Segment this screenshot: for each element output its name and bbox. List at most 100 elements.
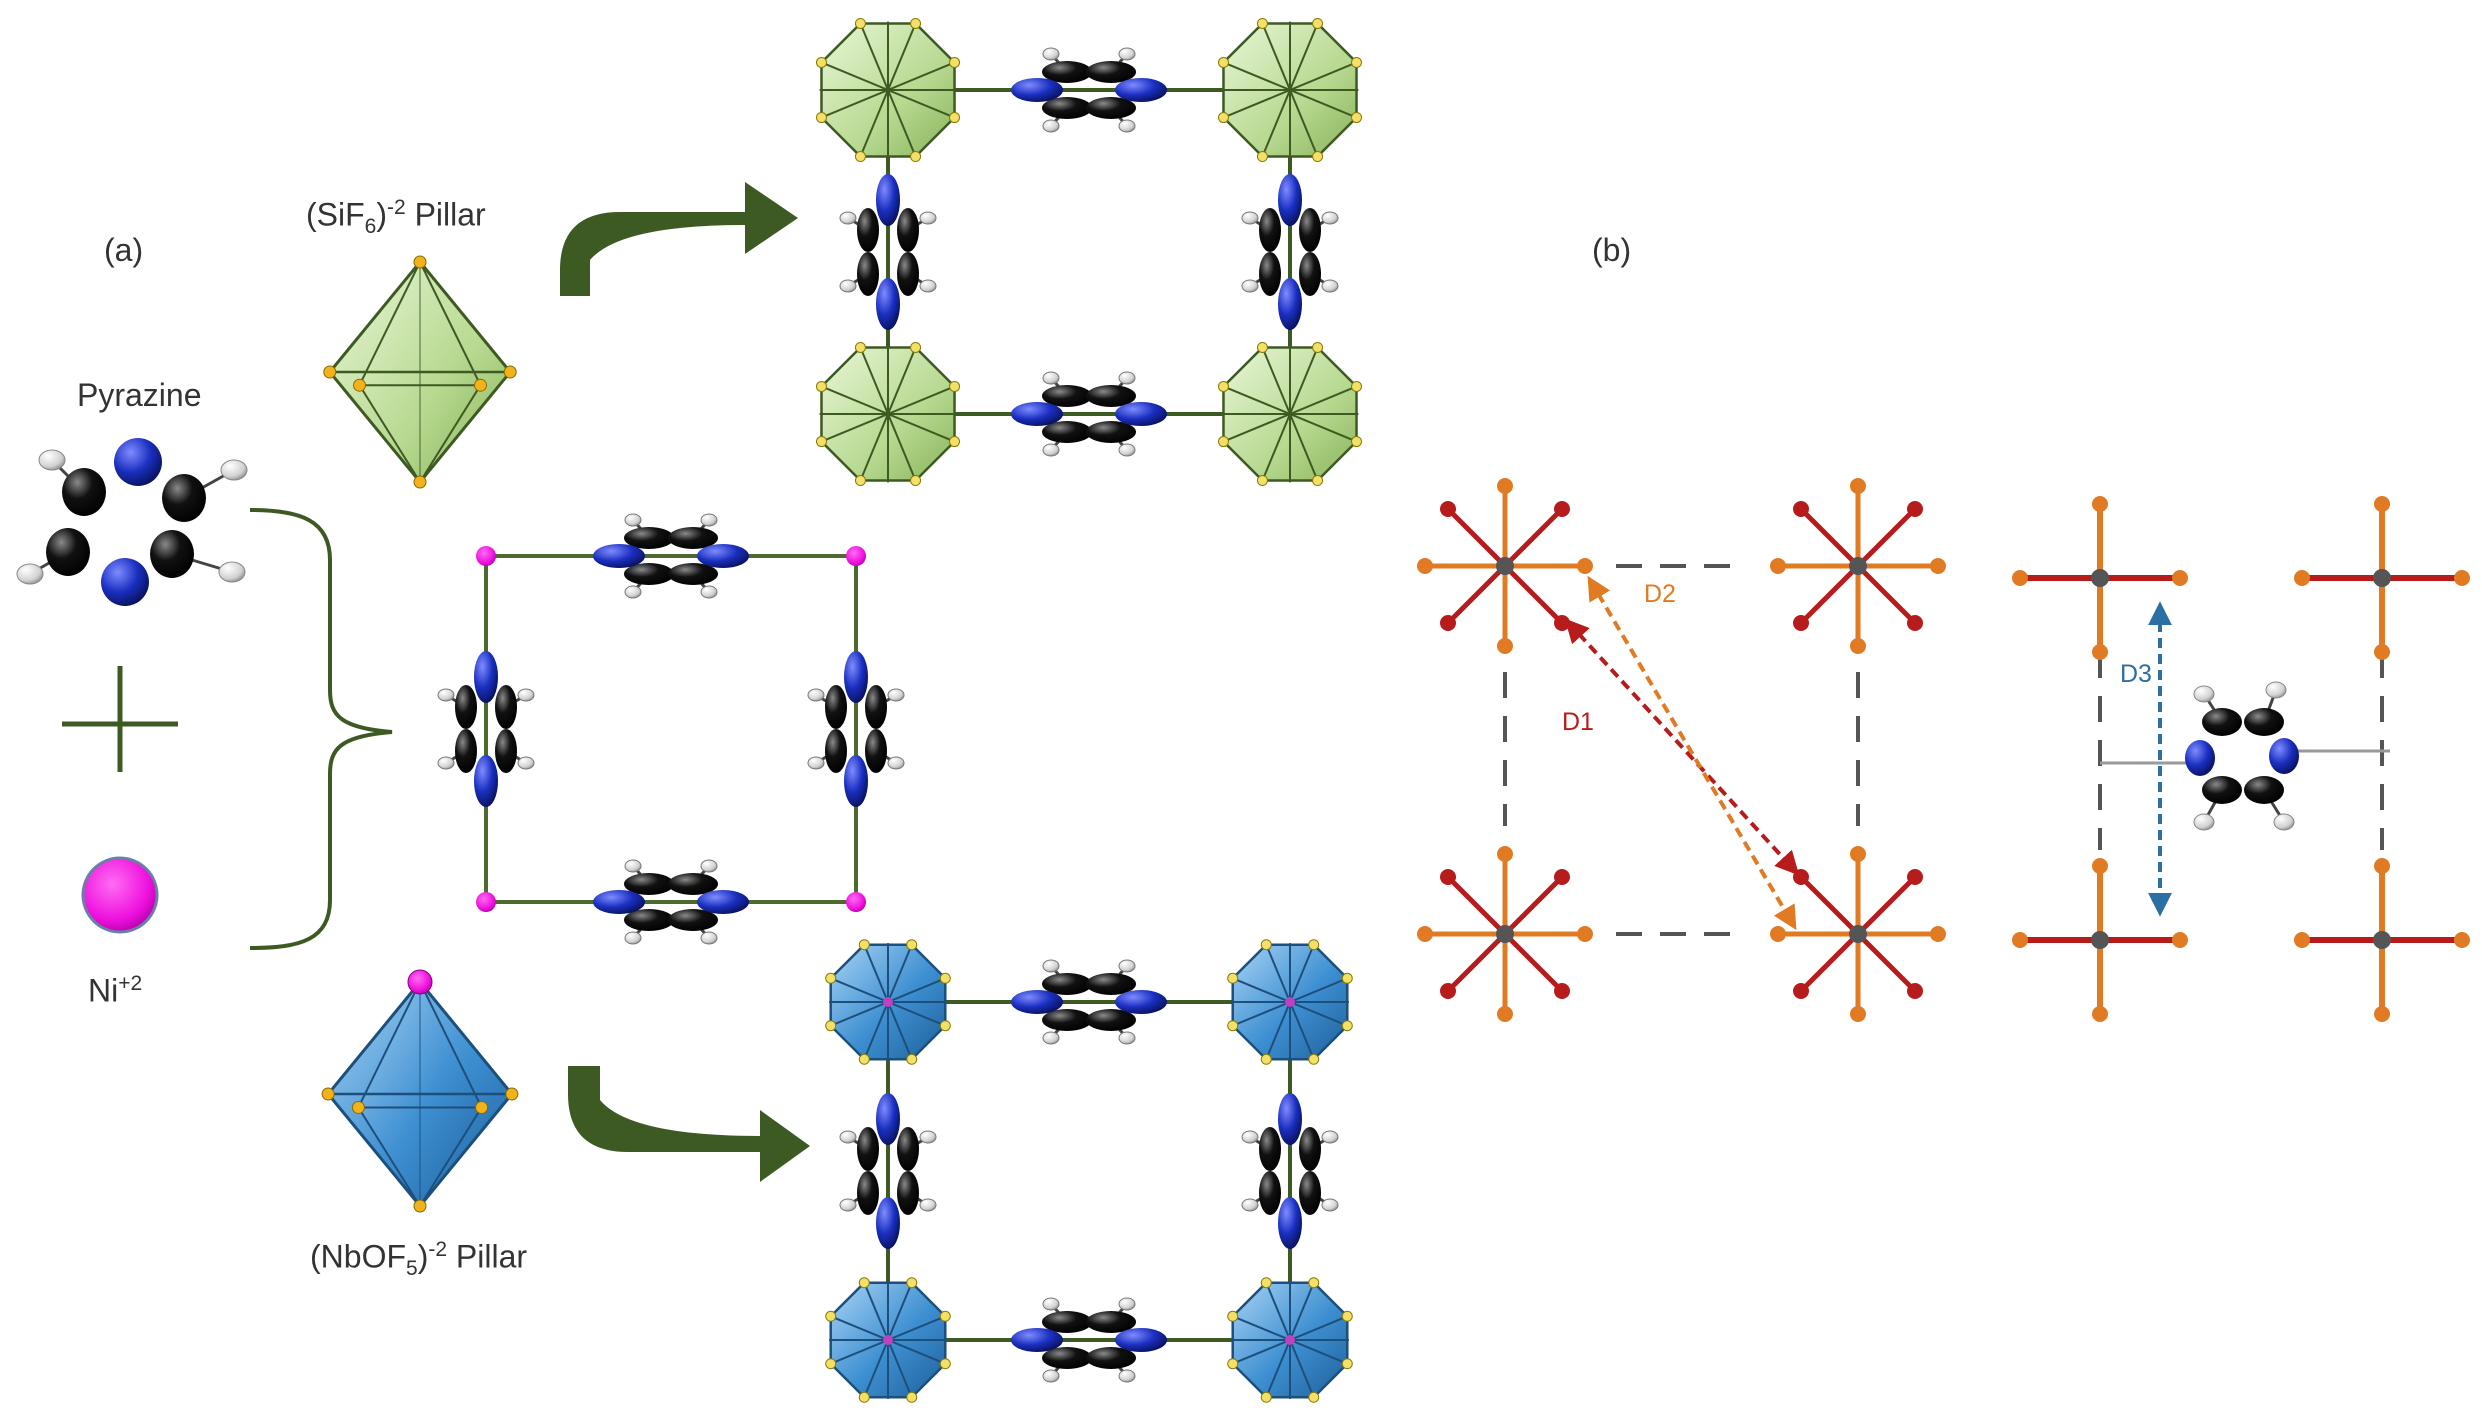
carbon-atom xyxy=(1042,385,1092,407)
carbon-atom xyxy=(1086,973,1136,995)
ligand-node-top-right xyxy=(1770,478,1946,654)
overlay-layer xyxy=(62,182,2470,1182)
carbon-atom xyxy=(1259,1127,1281,1171)
fluorine-atom xyxy=(1312,17,1324,29)
nbof5-pillar-node xyxy=(825,939,951,1065)
fluorine-atom xyxy=(939,972,951,984)
fluorine-atom xyxy=(1217,112,1229,124)
hydrogen-atom xyxy=(1321,1198,1339,1212)
hydrogen-atom xyxy=(1241,279,1259,293)
hydrogen-atom xyxy=(2193,813,2215,831)
nickel-charge: +2 xyxy=(118,972,143,995)
carbon-atom xyxy=(668,563,718,585)
metal-center xyxy=(1849,557,1867,575)
carbon-atom xyxy=(857,208,879,252)
hydrogen-atom xyxy=(624,931,642,945)
fluorine-atom xyxy=(939,1358,951,1370)
hydrogen-atom xyxy=(1241,211,1259,225)
hydrogen-atom xyxy=(1321,279,1339,293)
red-ligand xyxy=(1801,564,1860,623)
carbon-atom xyxy=(1086,1347,1136,1369)
nitrogen-atom xyxy=(2269,738,2299,774)
nbof5-pillar-node xyxy=(825,1277,951,1403)
carbon-atom xyxy=(825,685,847,729)
pyrazine-molecule xyxy=(1011,959,1167,1045)
fluorine-atom xyxy=(825,1358,837,1370)
red-ligand xyxy=(1856,932,1915,991)
fluorine-atom xyxy=(1260,939,1272,951)
orange-atom xyxy=(1850,638,1866,654)
hydrogen-atom xyxy=(887,688,905,702)
nitrogen-atom xyxy=(697,890,749,914)
hydrogen-atom xyxy=(919,1198,937,1212)
fluorine-atom xyxy=(1227,1358,1239,1370)
hydrogen-atom xyxy=(1118,1031,1136,1045)
nitrogen-atom xyxy=(1115,402,1167,426)
red-ligand xyxy=(1856,564,1915,623)
carbon-atom xyxy=(46,528,90,576)
hydrogen-atom xyxy=(1042,47,1060,61)
nitrogen-atom xyxy=(101,558,149,606)
hydrogen-atom xyxy=(700,859,718,873)
metal-center xyxy=(1849,925,1867,943)
carbon-atom xyxy=(668,873,718,895)
red-ligand xyxy=(1856,509,1915,568)
curly-bracket xyxy=(249,508,393,950)
pyrazine-label: Pyrazine xyxy=(77,377,202,413)
pyrazine-molecule xyxy=(839,174,937,330)
hydrogen-atom xyxy=(1241,1130,1259,1144)
hydrogen-atom xyxy=(839,1130,857,1144)
nbof5-tail: Pillar xyxy=(447,1238,528,1275)
sif6-pillar-node xyxy=(815,341,961,487)
hydrogen-atom xyxy=(1118,1369,1136,1383)
carbon-atom xyxy=(668,909,718,931)
orange-atom xyxy=(1417,558,1433,574)
nitrogen-atom xyxy=(844,755,868,807)
carbon-atom xyxy=(624,909,674,931)
orange-atom xyxy=(2092,1006,2108,1022)
cross-node-top-left xyxy=(2012,496,2188,660)
hydrogen-atom xyxy=(1118,1297,1136,1311)
fluorine-atom xyxy=(854,475,866,487)
fluorine-atom xyxy=(1308,939,1320,951)
fluorine-atom xyxy=(1351,380,1363,392)
red-atom xyxy=(1907,869,1923,885)
pyrazine-molecule xyxy=(807,651,905,807)
orange-atom xyxy=(2012,932,2028,948)
red-ligand xyxy=(1503,509,1562,568)
hydrogen-atom xyxy=(220,459,248,481)
carbon-atom xyxy=(1042,61,1092,83)
fluorine-atom xyxy=(910,151,922,163)
ligand-node-bottom-left xyxy=(1417,846,1593,1022)
hydrogen-atom xyxy=(2193,685,2215,703)
nitrogen-atom xyxy=(474,755,498,807)
hydrogen-atom xyxy=(1042,959,1060,973)
fluorine-atom xyxy=(906,1277,918,1289)
fluorine-atom xyxy=(475,1100,489,1114)
orange-atom xyxy=(2172,570,2188,586)
fluorine-atom xyxy=(353,378,366,392)
fluorine-atom xyxy=(949,56,961,68)
fluorine-atom xyxy=(1217,56,1229,68)
carbon-atom xyxy=(897,1171,919,1215)
carbon-atom xyxy=(857,252,879,296)
carbon-atom xyxy=(1086,61,1136,83)
pyrazine-molecule xyxy=(1011,1297,1167,1383)
nbof5-subscript: 5 xyxy=(406,1257,418,1281)
sif6-open: (SiF xyxy=(306,196,365,233)
fluorine-atom xyxy=(1227,972,1239,984)
nickel-symbol: Ni xyxy=(88,972,119,1009)
hydrogen-atom xyxy=(624,513,642,527)
hydrogen-atom xyxy=(1118,371,1136,385)
orange-atom xyxy=(2294,932,2310,948)
hydrogen-atom xyxy=(517,688,535,702)
carbon-atom xyxy=(2202,776,2242,804)
nitrogen-atom xyxy=(1115,990,1167,1014)
red-ligand xyxy=(1448,564,1507,623)
red-ligand xyxy=(1503,932,1562,991)
orange-atom xyxy=(1850,478,1866,494)
nitrogen-atom xyxy=(1011,990,1063,1014)
red-atom xyxy=(1440,983,1456,999)
red-atom xyxy=(1793,983,1809,999)
nitrogen-atom xyxy=(1278,1197,1302,1249)
